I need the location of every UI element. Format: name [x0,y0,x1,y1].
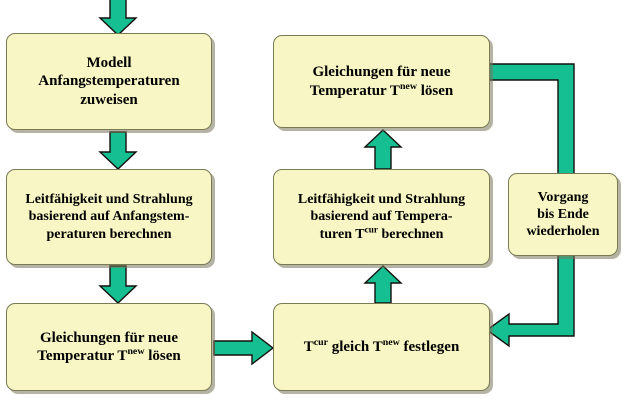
arrow-into-modell [98,0,138,36]
node-tcur-gleich-tnew-festlegen[interactable]: Tcur gleich Tnew festlegen [273,303,490,391]
arrow-tcur-to-leitfaehigkeit-cur [363,265,403,304]
node-label: Tcur gleich Tnew festlegen [303,336,460,355]
arrow-leitfaehigkeit-cur-to-gleichungen-oben [363,129,403,170]
arrow-gleichungen-to-tcur [213,330,275,366]
arrow-modell-to-leitfaehigkeit [98,131,138,170]
arrow-leitfaehigkeit-to-gleichungen [98,265,138,304]
loop-back-arrow [485,62,597,352]
